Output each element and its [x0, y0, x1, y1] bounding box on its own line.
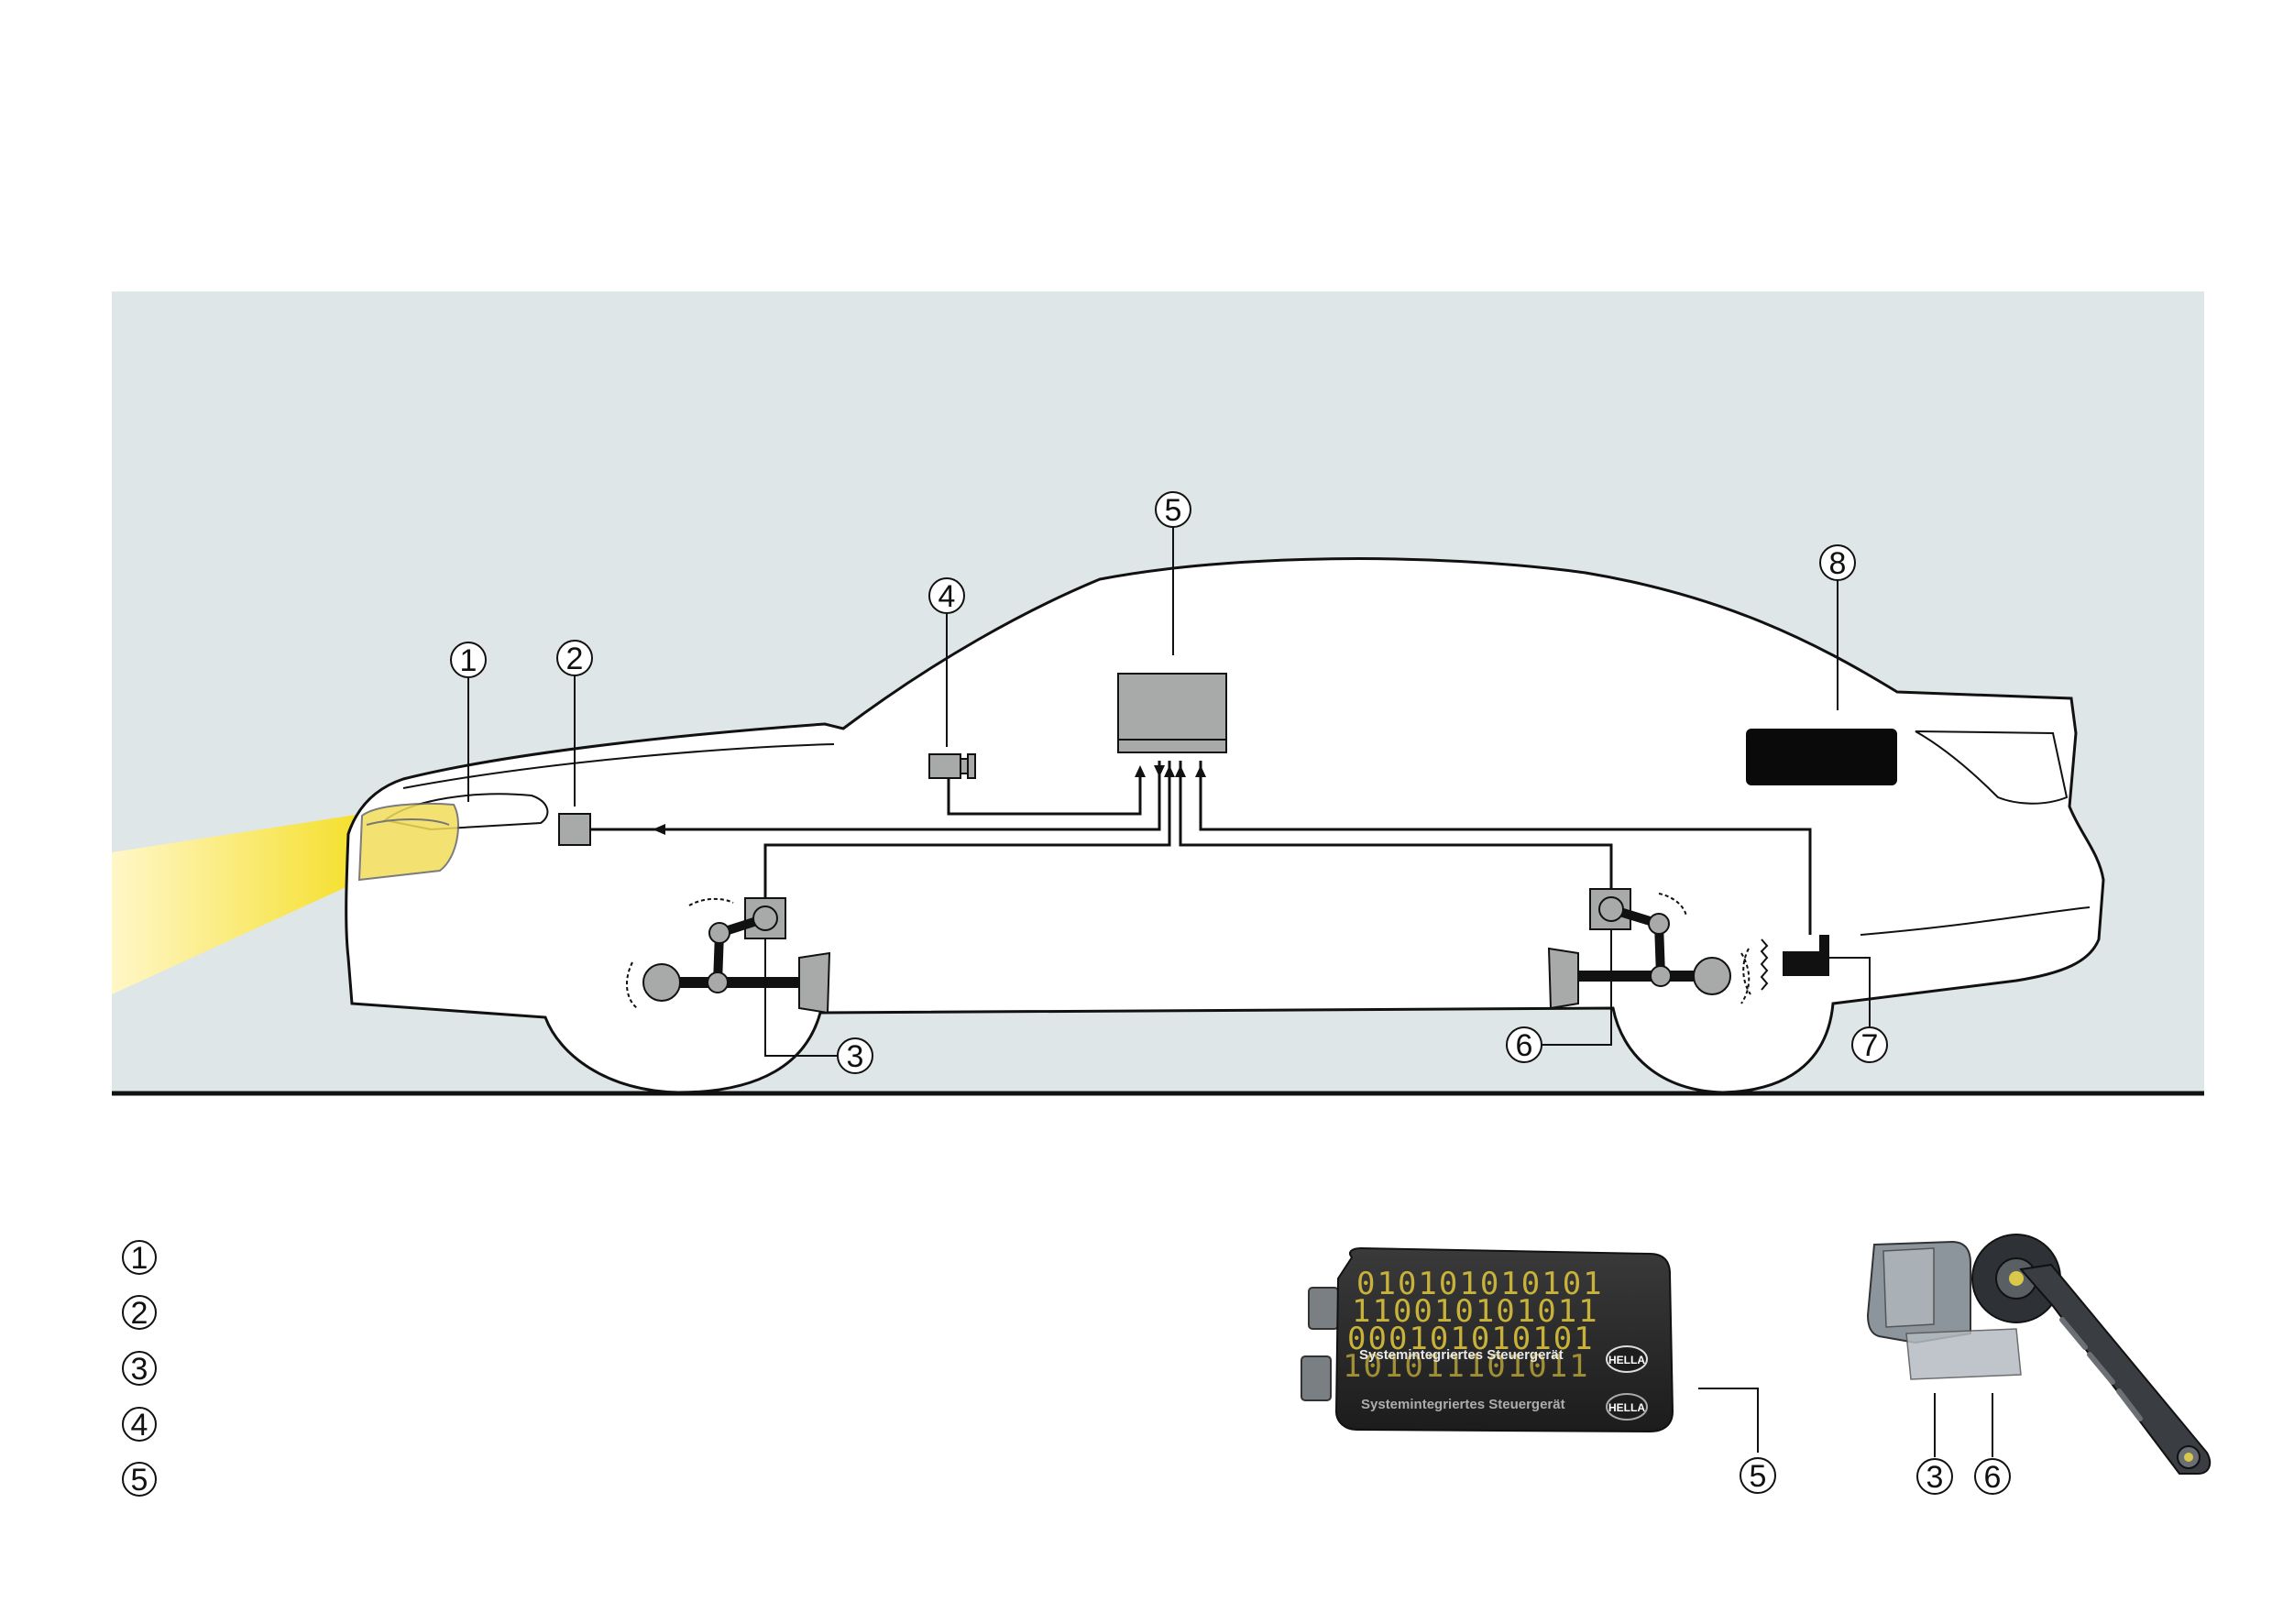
sensor-product-image: [1866, 1234, 2212, 1475]
hella-logo: HELLA: [1606, 1345, 1648, 1373]
svg-text:6: 6: [1984, 1460, 2002, 1495]
hella-logo-bottom: HELLA: [1606, 1393, 1648, 1421]
camera-sensor: [928, 753, 976, 779]
svg-text:HELLA: HELLA: [1608, 1401, 1645, 1414]
wheel-speed-sensor: [1742, 935, 1829, 995]
legend-item-2: 2: [122, 1295, 157, 1331]
rear-level-sensor: [1547, 888, 1751, 1010]
svg-text:5: 5: [131, 1463, 148, 1498]
legend-list: 1 2 3 4 5: [122, 1240, 157, 1498]
control-unit-module: [1117, 673, 1227, 753]
svg-text:3: 3: [131, 1352, 148, 1387]
svg-text:4: 4: [938, 579, 956, 614]
svg-text:HELLA: HELLA: [1608, 1354, 1645, 1366]
svg-text:3: 3: [1926, 1460, 1944, 1495]
svg-text:8: 8: [1829, 546, 1847, 581]
wiring-harness: [590, 761, 1812, 935]
front-level-sensor: [626, 897, 831, 1015]
product-callout-sensor-3: 3: [1916, 1458, 1953, 1495]
svg-text:2: 2: [566, 642, 584, 676]
svg-text:4: 4: [131, 1408, 148, 1443]
wiring-arrows: [653, 765, 1206, 835]
callout-4: 4: [928, 577, 965, 614]
headlight-beam: [112, 814, 362, 994]
callout-6: 6: [1506, 1026, 1542, 1063]
callout-7: 7: [1851, 1026, 1888, 1063]
headlamp-component: [357, 802, 459, 882]
ecu-binary-line-4: 101011101011: [1343, 1348, 1590, 1385]
legend-item-1: 1: [122, 1240, 157, 1276]
ecu-label-top: Systemintegriertes Steuergerät: [1359, 1347, 1564, 1363]
product-callout-sensor-6: 6: [1974, 1458, 2011, 1495]
ecu-binary-line-2: 110010101011: [1352, 1293, 1599, 1330]
callout-8: 8: [1819, 544, 1856, 581]
ecu-binary-line-3: 000101010101: [1347, 1321, 1595, 1357]
svg-text:1: 1: [131, 1241, 148, 1276]
svg-text:2: 2: [131, 1296, 148, 1331]
svg-text:1: 1: [460, 643, 477, 678]
rear-display-module: [1746, 729, 1897, 785]
car-beltline: [402, 743, 835, 789]
car-rear-lamp: [1915, 730, 2069, 805]
car-rear-bumper-line: [1860, 906, 2091, 936]
callout-3: 3: [837, 1037, 873, 1074]
callout-1: 1: [450, 642, 487, 678]
ecu-binary-line-1: 010101010101: [1356, 1266, 1604, 1302]
svg-text:6: 6: [1516, 1028, 1533, 1063]
callout-5: 5: [1155, 491, 1191, 528]
legend-item-5: 5: [122, 1462, 157, 1498]
svg-text:3: 3: [847, 1039, 864, 1074]
svg-text:5: 5: [1750, 1459, 1767, 1494]
product-callout-ecu: 5: [1740, 1457, 1776, 1494]
svg-text:7: 7: [1861, 1028, 1879, 1063]
ecu-label-bottom: Systemintegriertes Steuergerät: [1361, 1397, 1565, 1412]
callout-2: 2: [556, 640, 593, 676]
ecu-product-image: 010101010101 110010101011 000101010101 1…: [1301, 1246, 1674, 1433]
legend-item-3: 3: [122, 1351, 157, 1387]
svg-text:5: 5: [1165, 493, 1182, 528]
legend-item-4: 4: [122, 1407, 157, 1443]
actuator-module: [558, 813, 591, 846]
